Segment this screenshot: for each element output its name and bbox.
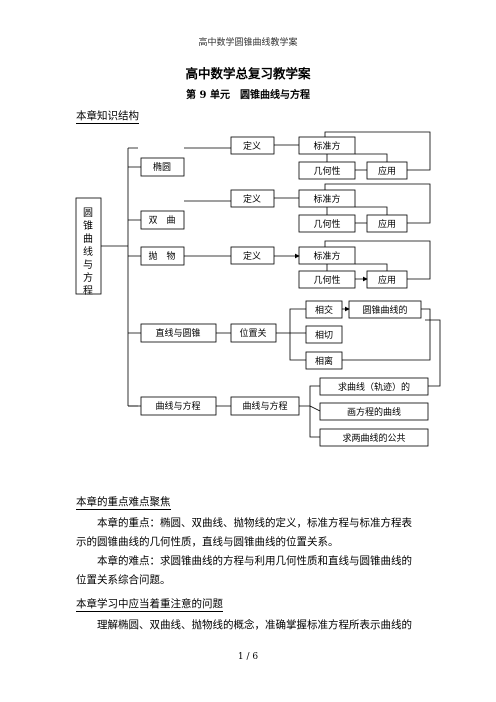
node-tangent: 相切 <box>315 329 333 341</box>
page-title: 高中数学总复习教学案 <box>185 66 311 81</box>
node-standard-eq-2: 标准方 <box>313 193 340 205</box>
svg-text:圆: 圆 <box>83 207 93 219</box>
paragraph-attention: 理解椭圆、双曲线、抛物线的概念，准确掌握标准方程所表示曲线的 <box>97 619 412 631</box>
node-curve-eq: 曲线与方程 <box>155 400 200 412</box>
node-definition-3: 定义 <box>243 250 261 262</box>
node-application-2: 应用 <box>378 218 396 230</box>
svg-text:线: 线 <box>83 245 93 258</box>
node-geom-props-1: 几何性 <box>313 165 340 177</box>
node-conic-common: 圆锥曲线的 <box>362 304 407 316</box>
paragraph-difficulties: 本章的难点：求圆锥曲线的方程与利用几何性质和直线与圆锥曲线的位置关系综合问题。 <box>76 555 412 586</box>
node-standard-eq-3: 标准方 <box>313 250 340 262</box>
node-application-3: 应用 <box>378 274 396 286</box>
node-intersect: 相交 <box>315 304 333 316</box>
page-number: 1 / 6 <box>237 652 259 662</box>
node-find-trajectory: 求曲线（轨迹）的 <box>338 381 410 393</box>
node-hyperbola: 双 曲 <box>148 215 175 226</box>
section-heading-attention: 本章学习中应当着重注意的问题 <box>76 598 223 612</box>
section-heading-structure: 本章知识结构 <box>76 110 139 124</box>
knowledge-structure-diagram: 圆 锥 曲 线 与 方 程 椭圆 双 曲 抛 物 直线与圆锥 曲线与方程 定义 … <box>75 131 441 447</box>
node-definition-1: 定义 <box>243 140 261 152</box>
node-definition-2: 定义 <box>243 193 261 205</box>
root-label: 圆 锥 曲 线 与 方 程 <box>83 207 93 297</box>
node-separate: 相离 <box>315 355 333 367</box>
node-geom-props-3: 几何性 <box>313 274 340 286</box>
node-line-conic: 直线与圆锥 <box>155 327 200 339</box>
node-parabola: 抛 物 <box>148 250 175 262</box>
node-geom-props-2: 几何性 <box>313 218 340 230</box>
svg-text:程: 程 <box>83 285 93 297</box>
node-standard-eq-1: 标准方 <box>313 140 340 152</box>
svg-text:方: 方 <box>83 271 93 284</box>
node-ellipse: 椭圆 <box>153 161 171 173</box>
svg-text:锥: 锥 <box>83 220 93 232</box>
node-application-1: 应用 <box>378 165 396 177</box>
node-position-relation: 位置关 <box>239 327 266 339</box>
node-curve-eq-2: 曲线与方程 <box>242 400 287 412</box>
unit-subtitle: 第 9 单元 圆锥曲线与方程 <box>186 90 310 101</box>
node-curve-of-eq: 画方程的曲线 <box>347 406 401 418</box>
node-common-points: 求两曲线的公共 <box>342 432 405 444</box>
svg-text:与: 与 <box>83 259 93 271</box>
svg-text:曲: 曲 <box>83 233 93 245</box>
page-header: 高中数学圆锥曲线教学案 <box>198 38 298 48</box>
paragraph-key-points: 本章的重点：椭圆、双曲线、抛物线的定义，标准方程与标准方程表示的圆锥曲线的几何性… <box>76 517 412 548</box>
section-heading-keypoints: 本章的重点难点聚焦 <box>76 496 171 510</box>
